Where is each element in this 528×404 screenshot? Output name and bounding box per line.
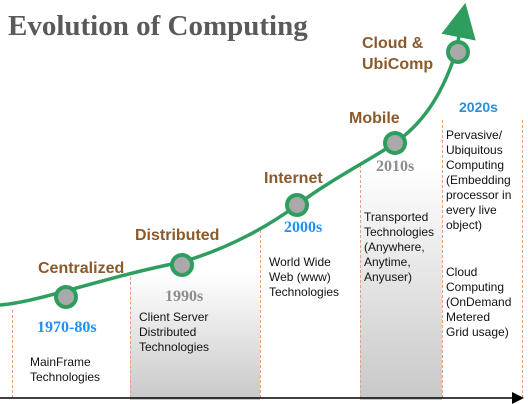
tech-description-centralized: MainFrame Technologies	[30, 355, 101, 384]
decade-label-2000s: 2000s	[284, 219, 323, 236]
stage-node-mobile	[383, 131, 407, 155]
stage-node-cloud	[446, 40, 470, 64]
tech-description-distributed: Client Server Distributed Technologies	[139, 310, 210, 354]
stage-label-mobile: Mobile	[349, 110, 400, 127]
stage-label-cloud: Cloud & UbiComp	[362, 35, 434, 73]
era-divider	[522, 120, 523, 398]
era-divider	[360, 165, 361, 398]
page-title: Evolution of Computing	[8, 10, 308, 42]
tech-description-cloud-ubicomp: Pervasive/ Ubiquitous Computing (Embeddi…	[446, 128, 512, 232]
stage-node-distributed	[170, 253, 194, 277]
stage-label-centralized: Centralized	[38, 260, 125, 277]
decade-label-1990s: 1990s	[165, 288, 204, 305]
era-divider	[260, 230, 261, 398]
stage-node-internet	[285, 193, 309, 217]
era-shade-2010s	[360, 165, 442, 400]
decade-label-2010s: 2010s	[376, 158, 415, 175]
era-shade-1990s	[130, 272, 260, 400]
era-divider	[12, 310, 13, 398]
tech-description-mobile: Transported Technologies (Anywhere, Anyt…	[364, 210, 435, 284]
decade-label-2020s: 2020s	[459, 99, 498, 115]
stage-label-internet: Internet	[264, 170, 323, 187]
stage-label-distributed: Distributed	[135, 227, 220, 244]
tech-description-internet: World Wide Web (www) Technologies	[269, 255, 340, 299]
era-divider	[130, 272, 131, 398]
era-divider	[442, 120, 443, 398]
stage-node-centralized	[54, 285, 78, 309]
tech-description-cloud-computing: Cloud Computing (OnDemand Metered Grid u…	[446, 265, 512, 339]
decade-label-1970-80s: 1970-80s	[37, 319, 97, 336]
